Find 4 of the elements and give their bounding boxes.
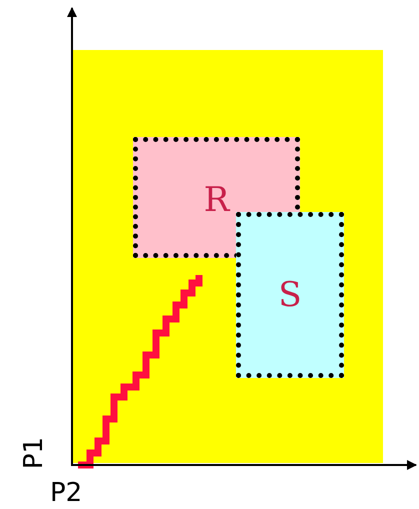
region-label: R [204, 180, 230, 220]
region-label: S [278, 275, 302, 315]
point-label: P2 [50, 480, 82, 506]
point-label: P1 [21, 436, 48, 470]
